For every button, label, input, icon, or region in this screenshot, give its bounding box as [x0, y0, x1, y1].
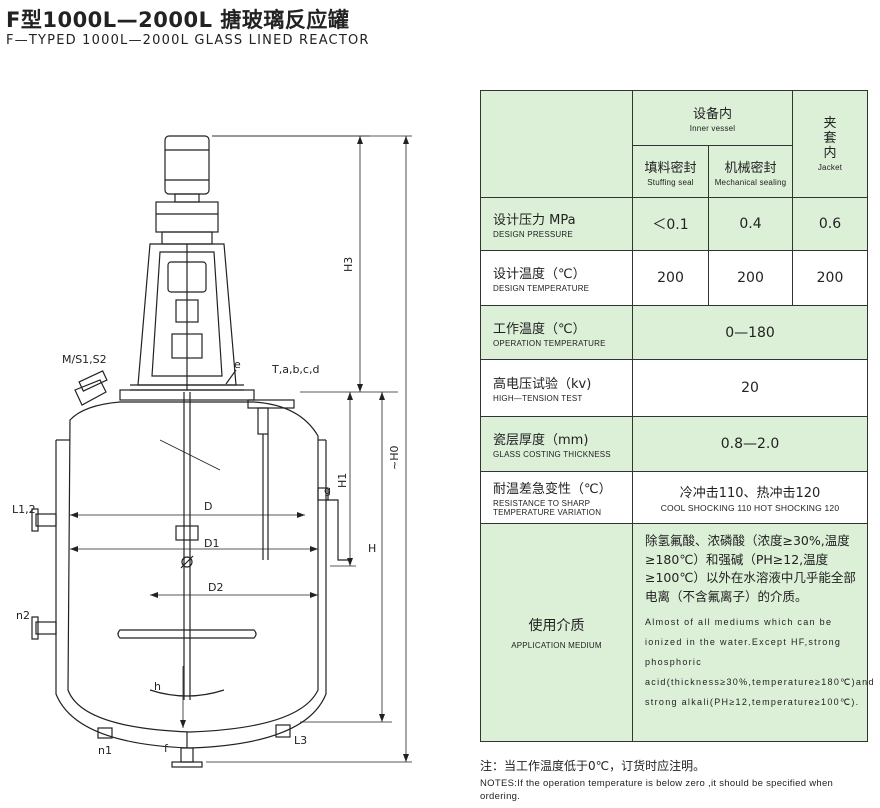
row-design-temperature: 设计温度（℃）DESIGN TEMPERATURE 200 200 200 — [480, 250, 869, 306]
header-empty-cell — [480, 90, 633, 198]
title-cn: F型1000L—2000L 搪玻璃反应罐 — [6, 8, 350, 32]
row-coating-thickness: 瓷层厚度（mm)GLASS COSTING THICKNESS 0.8—2.0 — [480, 416, 869, 472]
label-g: g — [324, 484, 331, 497]
pressure-stuffing-value: ＜0.1 — [632, 197, 709, 251]
row-application-medium: 使用介质 APPLICATION MEDIUM 除氢氟酸、浓磷酸（浓度≥30%,… — [480, 523, 875, 742]
label-l3: L3 — [294, 734, 307, 747]
note-cn: 注：当工作温度低于0℃，订货时应注明。 — [480, 759, 706, 773]
header-inner-vessel: 设备内 Inner vessel — [631, 90, 794, 146]
label-h3: H3 — [342, 257, 355, 272]
pressure-jacket-value: 0.6 — [792, 197, 869, 251]
label-hh: H — [368, 542, 376, 555]
row-operation-temperature: 工作温度（℃）OPERATION TEMPERATURE 0—180 — [480, 305, 869, 360]
spec-table: 设备内 Inner vessel 夹套内 Jacket 填料密封 Stuffin… — [480, 90, 875, 742]
note-en: NOTES:If the operation temperature is be… — [480, 778, 834, 802]
label-e: e — [234, 358, 241, 371]
header-jacket: 夹套内 Jacket — [792, 90, 869, 198]
temp-mechanical-value: 200 — [707, 250, 794, 306]
notes: 注：当工作温度低于0℃，订货时应注明。 NOTES:If the operati… — [480, 757, 872, 803]
medium-label-cell: 使用介质 APPLICATION MEDIUM — [480, 523, 633, 742]
reactor-drawing: M/S1,S2 e T,a,b,c,d L1,2 D D1 D2 g h n2 … — [12, 135, 412, 768]
row-high-tension-test: 高电压试验（kv)HIGH—TENSION TEST 20 — [480, 359, 869, 417]
header-stuffing-seal: 填料密封 Stuffing seal — [632, 145, 709, 198]
temp-jacket-value: 200 — [792, 250, 869, 306]
label-n1: n1 — [98, 744, 112, 757]
temperature-shock-value: 冷冲击110、热冲击120 COOL SHOCKING 110 HOT SHOC… — [631, 471, 869, 524]
label-f: f — [164, 742, 169, 755]
label-ms: M/S1,S2 — [62, 353, 107, 366]
label-d1: D1 — [204, 537, 219, 550]
temp-stuffing-value: 200 — [632, 250, 709, 306]
label-n2: n2 — [16, 609, 30, 622]
medium-desc-cn: 除氢氟酸、浓磷酸（浓度≥30%,温度≥180℃）和强碱（PH≥12,温度≥100… — [645, 533, 856, 604]
header-mechanical-seal: 机械密封 Mechanical sealing — [707, 145, 794, 198]
medium-desc-en: Almost of all mediums which can be ioniz… — [645, 617, 875, 707]
label-d: D — [204, 500, 212, 513]
pressure-mechanical-value: 0.4 — [707, 197, 794, 251]
label-h0: ~H0 — [388, 446, 401, 471]
coating-thickness-value: 0.8—2.0 — [631, 416, 869, 472]
operation-temperature-value: 0—180 — [631, 305, 869, 360]
label-h1: H1 — [336, 473, 349, 488]
label-l12: L1,2 — [12, 503, 36, 516]
title-en: F—TYPED 1000L—2000L GLASS LINED REACTOR — [6, 33, 370, 48]
label-tabcd: T,a,b,c,d — [271, 363, 319, 376]
medium-value-cell: 除氢氟酸、浓磷酸（浓度≥30%,温度≥180℃）和强碱（PH≥12,温度≥100… — [631, 523, 875, 742]
high-tension-value: 20 — [631, 359, 869, 417]
label-h: h — [154, 680, 161, 693]
label-d2: D2 — [208, 581, 223, 594]
